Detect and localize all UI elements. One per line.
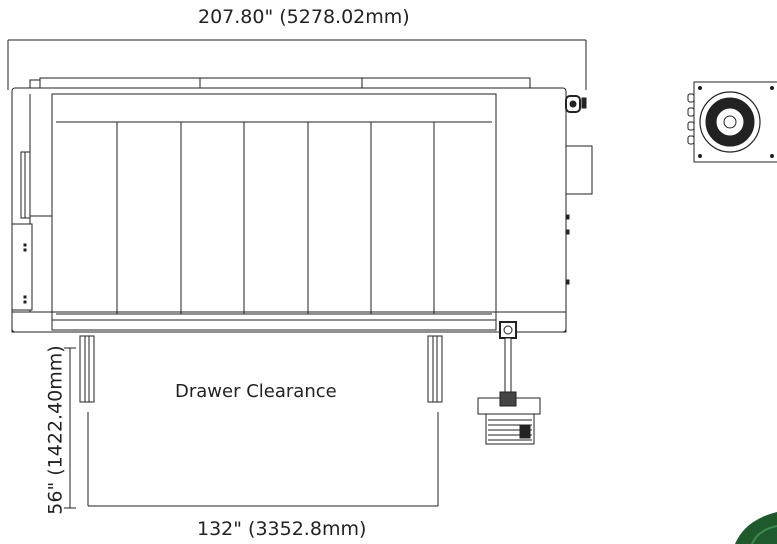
overall-width-label: 207.80" (5278.02mm)	[198, 6, 410, 28]
overall-dimension-line	[7, 39, 587, 90]
drawer-dimension-line	[87, 412, 439, 507]
depth-dimension-line	[64, 347, 76, 509]
right-fittings	[565, 95, 593, 285]
cover-panels	[56, 121, 492, 315]
machine-cover	[51, 93, 497, 321]
drawer-clearance-label: Drawer Clearance	[175, 381, 337, 402]
drawer-depth-label: 56" (1422.40mm)	[44, 345, 67, 515]
exhaust-fan-unit	[687, 81, 777, 163]
control-panel	[11, 151, 52, 311]
drawer-legs	[79, 335, 443, 403]
green-corner-accent	[735, 512, 777, 544]
drawer-width-label: 132" (3352.8mm)	[197, 518, 367, 540]
chiller-unit	[477, 321, 541, 445]
